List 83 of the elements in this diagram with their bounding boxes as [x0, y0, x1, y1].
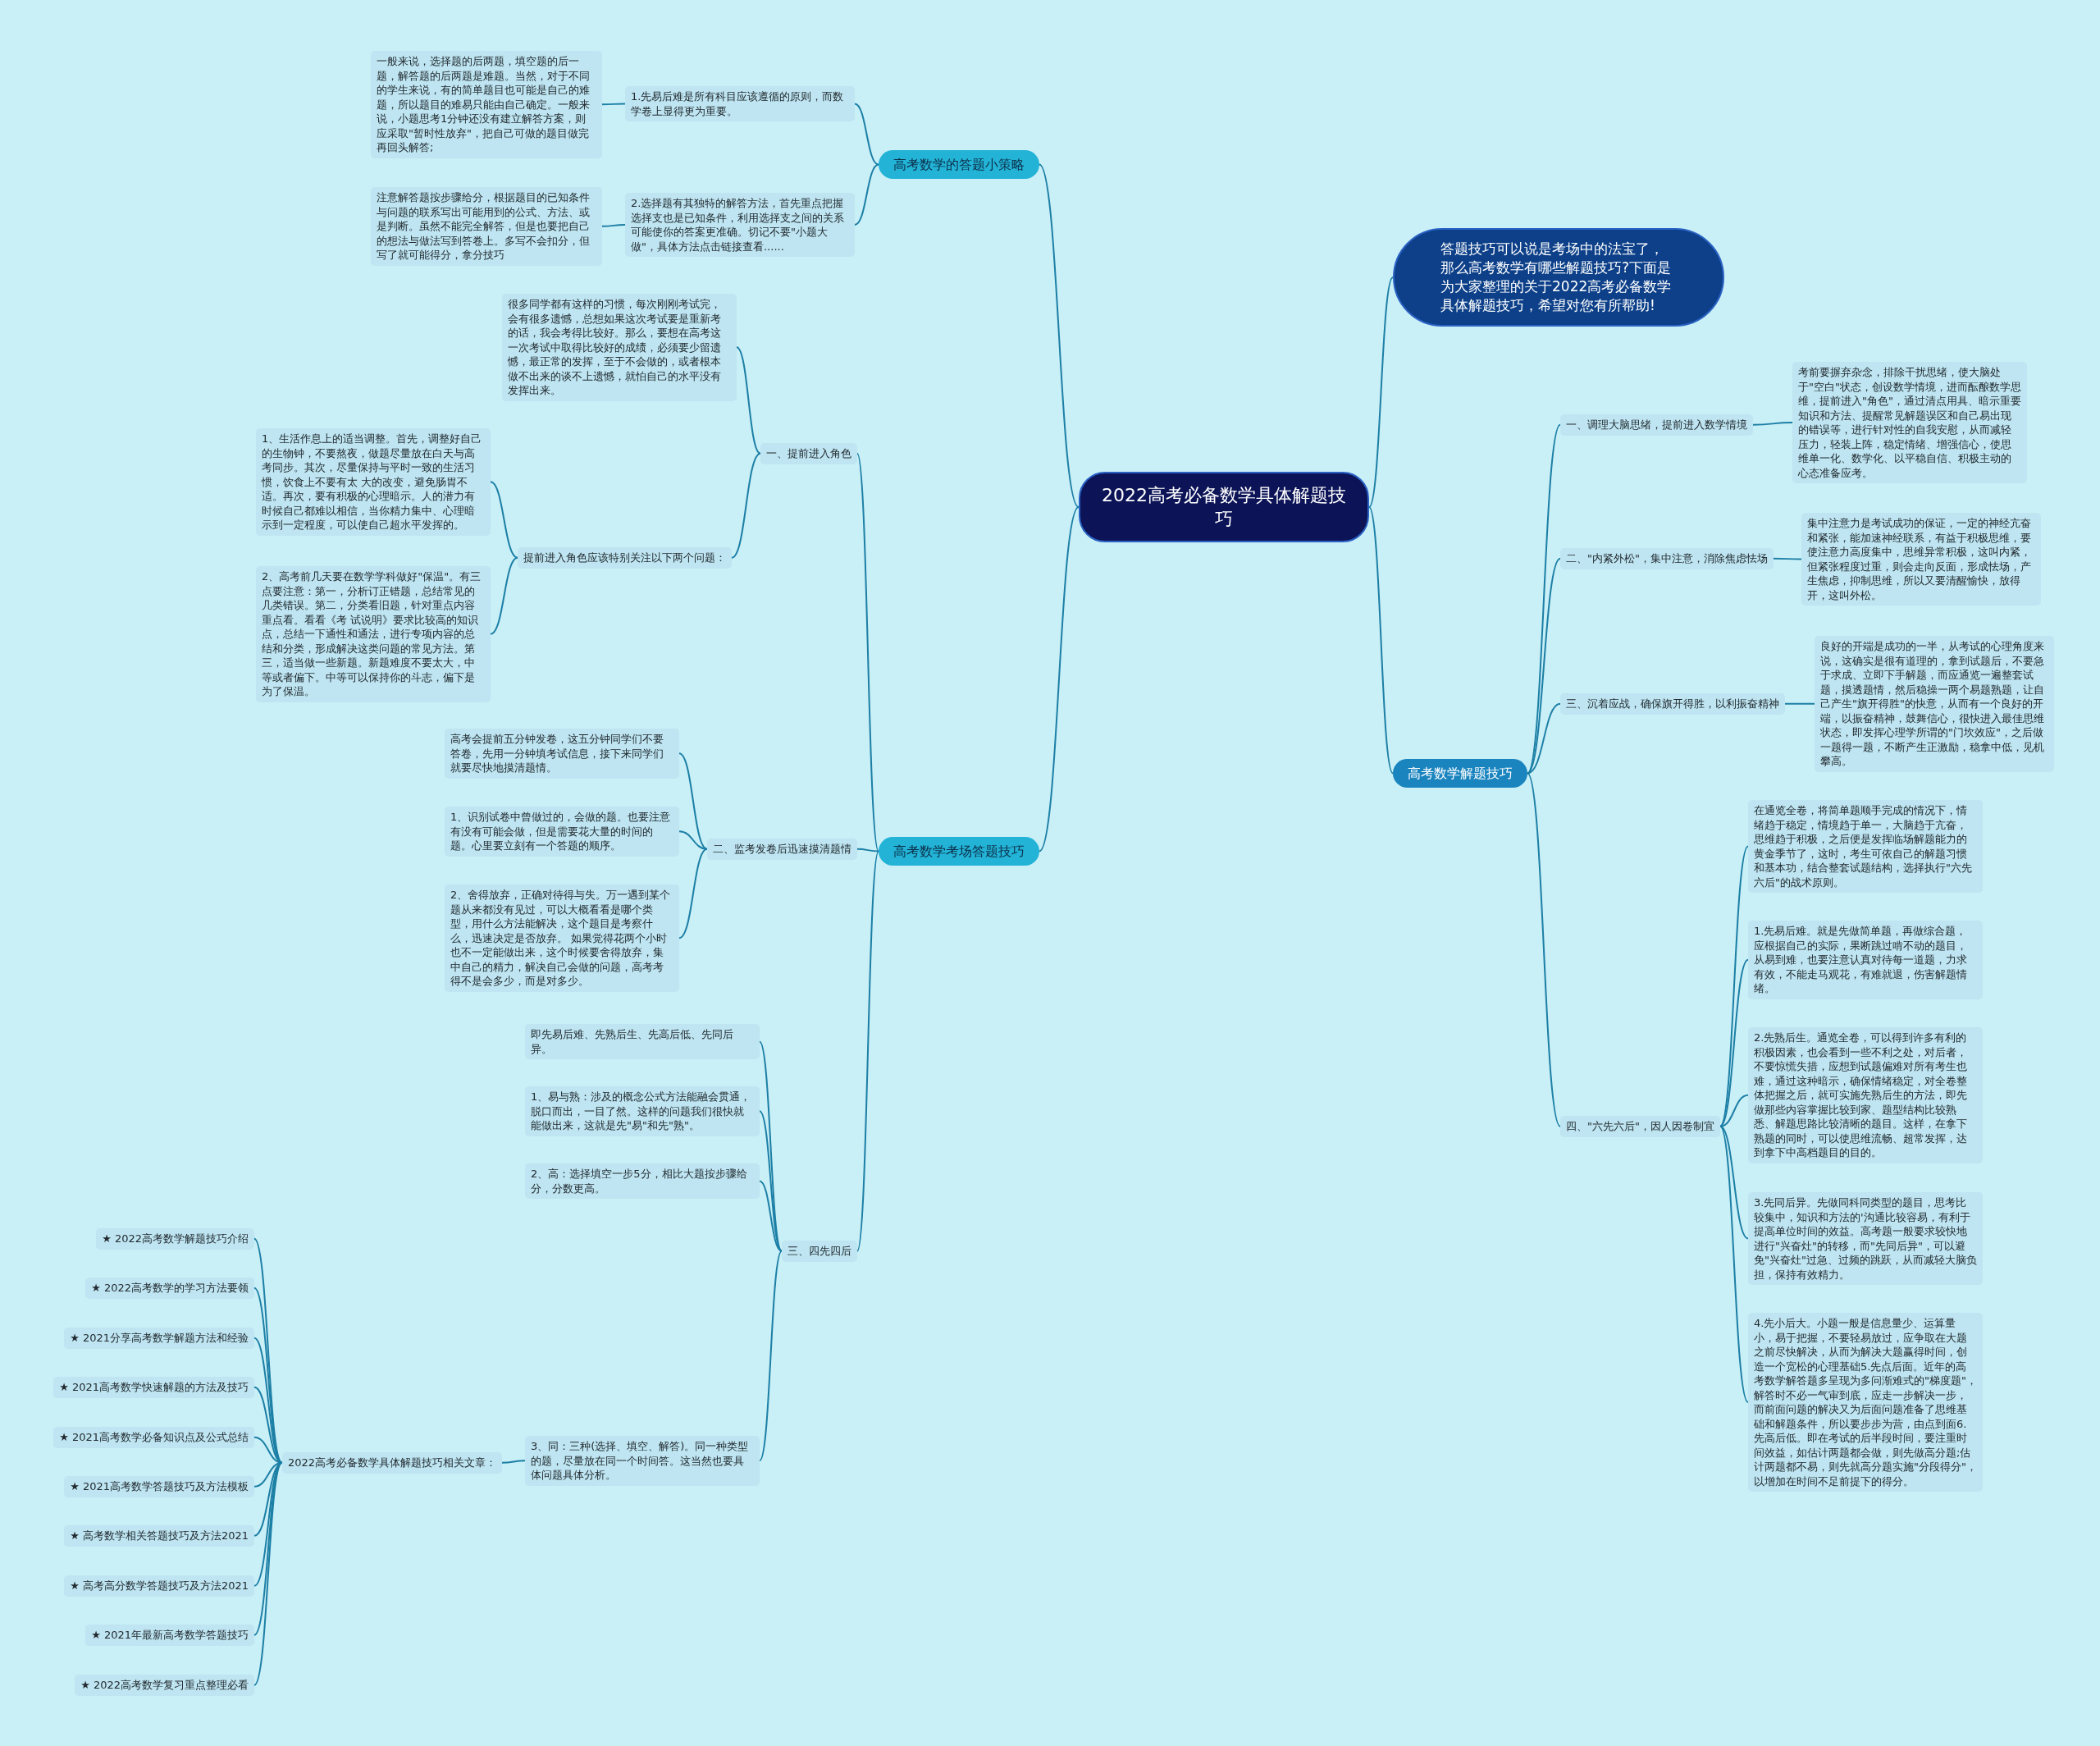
topic-text: ★ 2021年最新高考数学答题技巧: [85, 1625, 254, 1646]
topic-text: 考前要摒弃杂念，排除干扰思绪，使大脑处于"空白"状态，创设数学情境，进而酝酿数学思维，提前进入"角色"，通过清点用具、暗示重要知识和方法、提醒常见解题误区和自己易出现的错误等，进行针对性的自我安慰，从而减轻压力，轻装上阵，稳定情绪、增强信心，使思维单一化、数学化、以平稳自信、积极主动的心态准备应考。: [1792, 362, 2027, 483]
topic-text: 高考会提前五分钟发卷，这五分钟同学们不要答卷，先用一分钟填考试信息，接下来同学们就要尽快地摸清题情。: [445, 729, 679, 779]
topic-text: 3、同：三种(选择、填空、解答)。同一种类型的题，尽量放在同一个时间答。这当然也要具体问题具体分析。: [525, 1436, 760, 1486]
topic-text: 提前进入角色应该特别关注以下两个问题：: [518, 547, 732, 569]
topic-text: 三、沉着应战，确保旗开得胜，以利振奋精神: [1560, 693, 1785, 715]
connector-line: [1784, 702, 1815, 705]
connector-line: [490, 556, 518, 635]
topic-text: 1、生活作息上的适当调整。首先，调整好自己的生物钟，不要熬夜，做题尽量放在白天与高考同步。其次，尽量保持与平时一致的生活习惯，饮食上不要有太 大的改变，避免肠胃不适。再次，要有积极的心理暗示。人的潜力有时候自己都难以相信，当你精力集中、心理暗示到一定程度，可以使自己超水平发挥的。: [256, 428, 491, 536]
connector-line: [759, 1040, 783, 1252]
topic-text: 1.先易后难是所有科目应该遵循的原则，而数学卷上显得更为重要。: [625, 86, 855, 121]
topic-text: ★ 2022高考数学解题技巧介绍: [96, 1228, 254, 1250]
topic-text: ★ 高考数学相关答题技巧及方法2021: [64, 1525, 254, 1547]
connector-line: [1772, 557, 1802, 560]
connector-line: [253, 1461, 283, 1686]
topic-text: 很多同学都有这样的习惯，每次刚刚考试完，会有很多遗憾，总想如果这次考试要是重新考的话，我会考得比较好。那么，要想在高考这一次考试中取得比较好的成绩，必须要少留遗憾，最正常的发挥，至于不会做的，或者根本做不出来的谈不上遗憾，就怕自己的水平没有发挥出来。: [502, 294, 737, 401]
topic-text: ★ 2021高考数学答题技巧及方法模板: [64, 1476, 254, 1497]
connector-line: [253, 1337, 283, 1464]
topic-text: 注意解答题按步骤给分，根据题目的已知条件与问题的联系写出可能用到的公式、方法、或是判断。虽然不能完全解答，但是也要把自己的想法与做法写到答卷上。多写不会扣分，但写了就可能得分，拿分技巧: [371, 187, 602, 266]
connector-line: [1527, 702, 1561, 775]
connector-line: [678, 848, 708, 939]
topic-text: 一、调理大脑思绪，提前进入数学情境: [1560, 414, 1753, 436]
connector-line: [1368, 277, 1394, 508]
connector-line: [1719, 845, 1749, 1127]
connector-line: [1527, 423, 1561, 775]
topic-text: 在通览全卷，将简单题顺手完成的情况下，情绪趋于稳定，情境趋于单一，大脑趋于亢奋，思维趋于积极，之后便是发挥临场解题能力的黄金季节了，这时，考生可依自己的解题习惯和基本功，结合整套试题结构，选择执行"六先六后"的战术原则。: [1748, 800, 1983, 893]
connector-line: [678, 830, 708, 850]
topic-text: 集中注意力是考试成功的保证，一定的神经亢奋和紧张，能加速神经联系，有益于积极思维，要使注意力高度集中，思维异常积极，这叫内紧，但紧张程度过重，则会走向反面，形成怯场，产生焦虑，抑制思维，所以又要清醒愉快，放得开，这叫外松。: [1801, 513, 2041, 606]
connector-line: [253, 1386, 283, 1464]
topic-text: 四、"六先六后"，因人因卷制宜: [1560, 1116, 1720, 1137]
connector-line: [601, 103, 626, 106]
connector-line: [856, 452, 879, 852]
topic-text: ★ 2021高考数学快速解题的方法及技巧: [53, 1377, 254, 1398]
topic-text: 即先易后难、先熟后生、先高后低、先同后异。: [525, 1024, 760, 1059]
topic-text: 2.选择题有其独特的解答方法，首先重点把握选择支也是已知条件，利用选择支之间的关系可能使你的答案更准确。切记不要"小题大做"，具体方法点击链接查看......: [625, 193, 855, 257]
connector-line: [490, 481, 518, 559]
connector-line: [854, 103, 879, 166]
connector-line: [1752, 422, 1793, 426]
topic-text: 2、高：选择填空一步5分，相比大题按步骤给分，分数更高。: [525, 1163, 760, 1199]
branch-topic: 高考数学考场答题技巧: [879, 837, 1039, 866]
connector-line: [1527, 557, 1561, 775]
connector-line: [1719, 1125, 1749, 1403]
connector-line: [1368, 506, 1394, 775]
topic-text: 二、监考发卷后迅速摸清题情: [707, 839, 857, 860]
central-topic: 2022高考必备数学具体解题技巧: [1079, 472, 1369, 542]
connector-line: [1527, 772, 1561, 1127]
topic-text: 良好的开端是成功的一半，从考试的心理角度来说，这确实是很有道理的，拿到试题后，不要急于求成、立即下手解题，而应通览一遍整套试题，摸透题情，然后稳操一两个易题熟题，让自己产生"旗开得胜"的快意，从而有一个良好的开端，以振奋精神，鼓舞信心，很快进入最佳思维状态，即发挥心理学所谓的"门坎效应"，之后做一题得一题，不断产生正激励，稳拿中低，见机攀高。: [1815, 636, 2054, 772]
connector-line: [856, 850, 879, 1252]
topic-text: ★ 2021分享高考数学解题方法和经验: [64, 1328, 254, 1349]
topic-text: ★ 2022高考数学复习重点整理必看: [75, 1675, 254, 1696]
topic-text: 二、"内紧外松"，集中注意，消除焦虑怯场: [1560, 548, 1774, 569]
connector-line: [1039, 163, 1080, 508]
connector-line: [501, 1460, 526, 1464]
topic-text: 2.先熟后生。通览全卷，可以得到许多有利的积极因素，也会看到一些不利之处，对后者，不要惊慌失措，应想到试题偏难对所有考生也难，通过这种暗示，确保情绪稳定，对全卷整体把握之后，就可实施先熟后生的方法，即先做那些内容掌握比较到家、题型结构比较熟悉、解题思路比较清晰的题目。这样，在拿下熟题的同时，可以使思维流畅、超常发挥，达到拿下中高档题目的目的。: [1748, 1027, 1983, 1163]
connector-line: [601, 224, 626, 227]
connector-line: [736, 346, 761, 455]
topic-text: 3.先同后异。先做同科同类型的题目，思考比较集中，知识和方法的'沟通比较容易，有利于提高单位时间的效益。高考题一般要求较快地进行"兴奋灶"的转移，而"先同后异"，可以避免"兴奋灶"过急、过频的跳跃，从而减轻大脑负担，保持有效精力。: [1748, 1192, 1983, 1285]
topic-text: 2、舍得放弃，正确对待得与失。万一遇到某个题从来都没有见过，可以大概看看是哪个类型，用什么方法能解决，这个题目是考察什么，迅速决定是否放弃。 如果觉得花两个小时也不一定能做出来，这个时候要舍得放弃，集中自己的精力，解决自己会做的问题，高考考得不是会多少，而是对多少。: [445, 884, 679, 992]
branch-topic: 高考数学解题技巧: [1393, 759, 1527, 788]
connector-line: [1719, 958, 1749, 1127]
connector-line: [759, 1250, 783, 1462]
connector-line: [759, 1180, 783, 1252]
topic-text: 4.先小后大。小题一般是信息量少、运算量小，易于把握，不要轻易放过，应争取在大题之前尽快解决，从而为解决大题赢得时间，创造一个宽松的心理基础5.先点后面。近年的高考数学解答题多呈现为多问渐难式的"梯度题"，解答时不必一气审到底，应走一步解决一步，而前面问题的解决又为后面问题准备了思维基础和解题条件，所以要步步为营，由点到面6.先高后低。即在考试的后半段时间，要注重时间效益，如估计两题都会做，则先做高分题;估计两题都不易，则先就高分题实施"分段得分"，以增加在时间不足前提下的得分。: [1748, 1313, 1983, 1492]
topic-text: ★ 2021高考数学必备知识点及公式总结: [53, 1427, 254, 1448]
topic-text: 2、高考前几天要在数学学科做好"保温"。有三点要注意：第一，分析订正错题，总结常见的几类错误。第二，分类看旧题，针对重点内容重点看。看看《考 试说明》要求比较高的知识点，总结一下通性和通法，进行专项内容的总结和分类，形成解决这类问题的常见方法。第三，适当做一些新题。新题难度不要太大，中等或者偏下。中等可以保持你的斗志，偏下是为了保温。: [256, 566, 491, 702]
topic-text: 一、提前进入角色: [760, 443, 857, 464]
topic-text: 2022高考必备数学具体解题技巧相关文章：: [281, 1452, 502, 1474]
topic-text: 三、四先四后: [782, 1241, 857, 1262]
topic-text: 一般来说，选择题的后两题，填空题的后一题，解答题的后两题是难题。当然，对于不同的学生来说，有的简单题目也可能是自己的难题，所以题目的难易只能由自己确定。一般来说，小题思考1分钟还没有建立解答方案，则应采取"暂时性放弃"，把自己可做的题目做完再回头解答;: [371, 51, 602, 158]
topic-text: ★ 高考高分数学答题技巧及方法2021: [64, 1575, 254, 1597]
intro-bubble: 答题技巧可以说是考场中的法宝了，那么高考数学有哪些解题技巧?下面是为大家整理的关于2022高考必备数学具体解题技巧，希望对您有所帮助!: [1393, 228, 1724, 327]
topic-text: ★ 2022高考数学的学习方法要领: [85, 1278, 254, 1299]
connector-line: [1719, 1125, 1749, 1240]
connector-line: [856, 848, 879, 852]
topic-text: 1、易与熟：涉及的概念公式方法能融会贯通，脱口而出，一目了然。这样的问题我们很快就能做出来，这就是先"易"和先"熟"。: [525, 1086, 760, 1136]
topic-text: 1.先易后难。就是先做简单题，再做综合题，应根据自己的实际，果断跳过啃不动的题目，从易到难，也要注意认真对待每一道题，力求有效，不能走马观花，有难就退，伤害解题情绪。: [1748, 921, 1983, 999]
branch-topic: 高考数学的答题小策略: [879, 150, 1039, 179]
connector-line: [731, 452, 761, 559]
connector-line: [678, 752, 708, 850]
connector-line: [1039, 506, 1080, 852]
connector-line: [854, 163, 879, 226]
connector-line: [253, 1436, 283, 1464]
topic-text: 1、识别试卷中曾做过的，会做的题。也要注意有没有可能会做，但是需要花大量的时间的题。心里要立刻有一个答题的顺序。: [445, 807, 679, 857]
